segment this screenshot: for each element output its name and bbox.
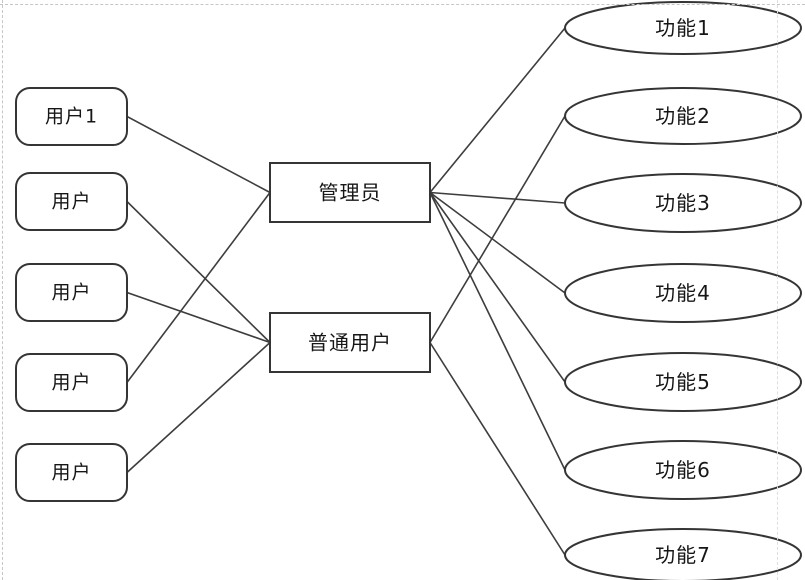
- function-node: 功能3: [564, 173, 802, 233]
- actor-box-shape: [269, 162, 431, 223]
- function-node: 功能6: [564, 440, 802, 500]
- user-label: 用户: [51, 191, 91, 213]
- actor-node: 普通用户: [269, 312, 431, 373]
- edge-normal-f2: [429, 115, 566, 343]
- edge-user1-admin: [126, 115, 271, 194]
- user-label: 用户: [51, 282, 91, 304]
- actor-label: 管理员: [319, 181, 382, 205]
- function-ellipse-shape: [564, 440, 802, 500]
- actor-box-shape: [269, 312, 431, 373]
- edge-admin-f4: [429, 191, 566, 294]
- actor-label: 普通用户: [308, 331, 392, 355]
- user-box-shape: [15, 443, 128, 502]
- function-label: 功能5: [655, 370, 711, 394]
- function-label: 功能3: [655, 191, 711, 215]
- edge-admin-f1: [429, 27, 566, 194]
- function-label: 功能4: [655, 281, 711, 305]
- user-box-shape: [15, 263, 128, 322]
- function-node: 功能5: [564, 352, 802, 412]
- user-label: 用户: [51, 462, 91, 484]
- user-box-shape: [15, 353, 128, 412]
- function-label: 功能1: [655, 16, 711, 40]
- edge-user5-normal: [126, 341, 271, 474]
- function-ellipse-shape: [564, 263, 802, 323]
- function-label: 功能2: [655, 104, 711, 128]
- edge-user2-normal: [126, 200, 271, 344]
- user-box-shape: [15, 87, 128, 146]
- function-ellipse-shape: [564, 1, 802, 55]
- user-node: 用户: [15, 353, 128, 412]
- user-label: 用户1: [45, 106, 98, 128]
- edge-normal-f7: [429, 342, 566, 556]
- function-node: 功能1: [564, 1, 802, 55]
- user-label: 用户: [51, 372, 91, 394]
- function-label: 功能7: [655, 543, 711, 567]
- edge-user4-admin: [126, 192, 271, 383]
- edge-user3-normal: [126, 291, 271, 344]
- function-node: 功能2: [564, 87, 802, 145]
- function-label: 功能6: [655, 458, 711, 482]
- edge-admin-f3: [429, 191, 566, 204]
- function-ellipse-shape: [564, 173, 802, 233]
- edge-admin-f6: [429, 192, 566, 471]
- function-node: 功能4: [564, 263, 802, 323]
- user-box-shape: [15, 172, 128, 231]
- function-ellipse-shape: [564, 352, 802, 412]
- function-node: 功能7: [564, 528, 802, 580]
- user-node: 用户: [15, 172, 128, 231]
- user-node: 用户: [15, 263, 128, 322]
- edge-admin-f5: [429, 192, 566, 383]
- user-node: 用户: [15, 443, 128, 502]
- function-ellipse-shape: [564, 87, 802, 145]
- actor-node: 管理员: [269, 162, 431, 223]
- user-node: 用户1: [15, 87, 128, 146]
- function-ellipse-shape: [564, 528, 802, 580]
